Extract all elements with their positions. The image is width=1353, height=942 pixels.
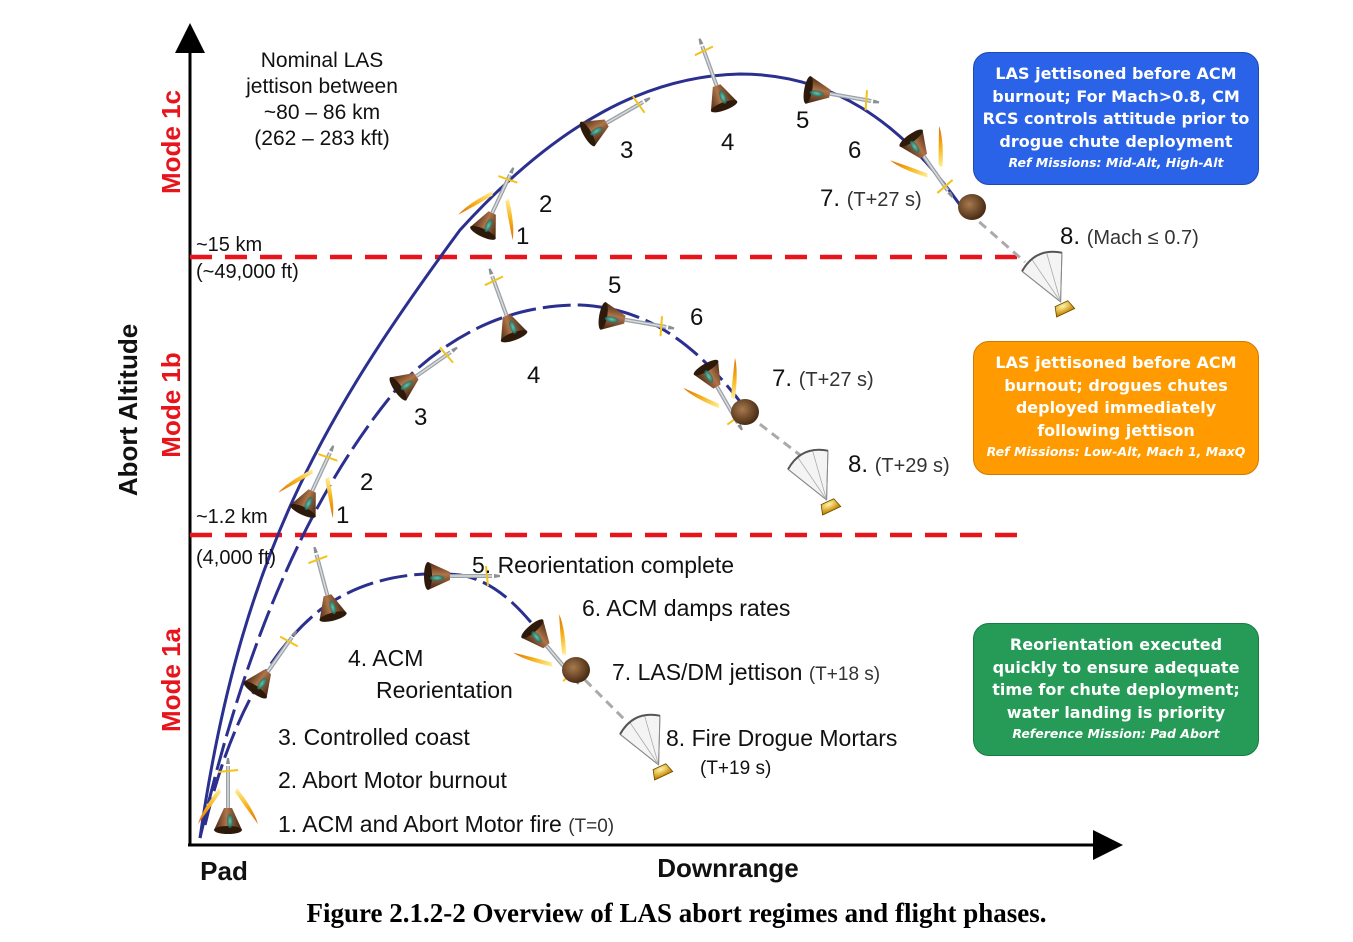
step-1b-7: 7. (T+27 s) bbox=[772, 365, 874, 392]
vehicle-1b-5 bbox=[594, 299, 679, 345]
info-box-1a-line4: water landing is priority bbox=[1006, 702, 1226, 722]
info-box-1b-line1: LAS jettisoned before ACM bbox=[995, 353, 1237, 372]
mode-1c-label: Mode 1c bbox=[156, 90, 186, 194]
step-1a-2: 2. Abort Motor burnout bbox=[278, 767, 507, 793]
trajectory-mode-1c-descent bbox=[967, 210, 1026, 264]
step-1a-7: 7. LAS/DM jettison (T+18 s) bbox=[612, 659, 880, 685]
step-1b-3: 3 bbox=[414, 404, 427, 431]
info-box-1b-line4: following jettison bbox=[1037, 420, 1195, 440]
info-box-1b-ref: Ref Missions: Low-Alt, Mach 1, MaxQ bbox=[986, 444, 1246, 459]
info-box-1c-ref: Ref Missions: Mid-Alt, High-Alt bbox=[1008, 155, 1224, 170]
info-box-1c-line4: drogue chute deployment bbox=[999, 131, 1233, 151]
step-1a-5: 5. Reorientation complete bbox=[472, 552, 734, 578]
trajectory-mode-1a-descent bbox=[583, 678, 627, 722]
jettison-note-line4: (262 – 283 kft) bbox=[254, 127, 389, 150]
info-box-1b-line3: deployed immediately bbox=[1015, 398, 1217, 417]
info-box-1a-line1: Reorientation executed bbox=[1009, 635, 1223, 654]
step-1c-4: 4 bbox=[721, 129, 734, 156]
step-1c-2: 2 bbox=[539, 191, 552, 218]
step-1c-1: 1 bbox=[516, 223, 529, 250]
parachute-1c bbox=[1017, 244, 1087, 324]
threshold-upper-ft: (~49,000 ft) bbox=[196, 261, 299, 283]
mode-1b-label: Mode 1b bbox=[156, 352, 186, 457]
step-1c-6: 6 bbox=[848, 137, 861, 164]
jettison-note-line3: ~80 – 86 km bbox=[264, 101, 380, 124]
figure-caption: Figure 2.1.2-2 Overview of LAS abort reg… bbox=[306, 898, 1047, 928]
capsule-pod-1c bbox=[958, 194, 986, 220]
threshold-lower-km: ~1.2 km bbox=[196, 506, 268, 528]
step-1a-1: 1. ACM and Abort Motor fire (T=0) bbox=[278, 811, 614, 837]
capsule-pod-1a bbox=[562, 657, 590, 683]
threshold-lower-ft: (4,000 ft) bbox=[196, 547, 276, 569]
step-1a-3: 3. Controlled coast bbox=[278, 724, 470, 750]
step-1b-2: 2 bbox=[360, 469, 373, 496]
step-1a-8: 8. Fire Drogue Mortars bbox=[666, 725, 897, 751]
info-box-mode-1a: Reorientation executed quickly to ensure… bbox=[973, 623, 1259, 756]
step-1b-6: 6 bbox=[690, 304, 703, 331]
info-box-1c-line2: burnout; For Mach>0.8, CM bbox=[992, 86, 1240, 106]
step-1b-4: 4 bbox=[527, 362, 540, 389]
step-1b-8: 8. (T+29 s) bbox=[848, 451, 950, 478]
step-1a-4-line1: 4. ACM bbox=[348, 645, 423, 671]
vehicle-1c-3 bbox=[575, 83, 659, 151]
vehicle-1b-4 bbox=[474, 261, 531, 347]
origin-label: Pad bbox=[200, 856, 248, 886]
parachute-1b bbox=[783, 442, 853, 522]
info-box-1b-line2: burnout; drogues chutes bbox=[1004, 375, 1228, 395]
mode-1a-label: Mode 1a bbox=[156, 627, 186, 732]
step-1b-1: 1 bbox=[336, 502, 349, 529]
step-1c-8: 8. (Mach ≤ 0.7) bbox=[1060, 223, 1199, 250]
info-box-mode-1b: LAS jettisoned before ACM burnout; drogu… bbox=[973, 341, 1259, 475]
step-1c-7: 7. (T+27 s) bbox=[820, 185, 922, 212]
info-box-mode-1c: LAS jettisoned before ACM burnout; For M… bbox=[973, 52, 1259, 185]
trajectory-mode-1b-descent bbox=[747, 413, 801, 457]
threshold-upper-km: ~15 km bbox=[196, 234, 262, 256]
info-box-1a-line3: time for chute deployment; bbox=[992, 680, 1240, 699]
jettison-note-line1: Nominal LAS bbox=[261, 49, 384, 72]
step-1a-6: 6. ACM damps rates bbox=[582, 595, 790, 621]
y-axis-label: Abort Altitude bbox=[113, 324, 143, 496]
trajectory-mode-1a bbox=[203, 572, 547, 826]
x-axis-label: Downrange bbox=[657, 853, 799, 883]
step-1a-8-time: (T+19 s) bbox=[700, 758, 771, 779]
vehicle-1b-6 bbox=[683, 355, 757, 439]
info-box-1c-line3: RCS controls attitude prior to bbox=[982, 109, 1250, 128]
vehicle-1b-3 bbox=[384, 334, 468, 405]
step-1c-5: 5 bbox=[796, 107, 809, 134]
info-box-1c-line1: LAS jettisoned before ACM bbox=[995, 64, 1237, 83]
step-1b-5: 5 bbox=[608, 272, 621, 299]
vehicle-1c-5 bbox=[799, 73, 884, 119]
step-1a-4-line2: Reorientation bbox=[376, 677, 513, 703]
info-box-1a-line2: quickly to ensure adequate bbox=[992, 657, 1240, 677]
step-1c-3: 3 bbox=[620, 137, 633, 164]
vehicle-1a-3 bbox=[298, 541, 350, 627]
capsule-pod-1b bbox=[731, 399, 759, 425]
jettison-note-line2: jettison between bbox=[245, 75, 398, 98]
info-box-1a-ref: Reference Mission: Pad Abort bbox=[1012, 726, 1220, 741]
